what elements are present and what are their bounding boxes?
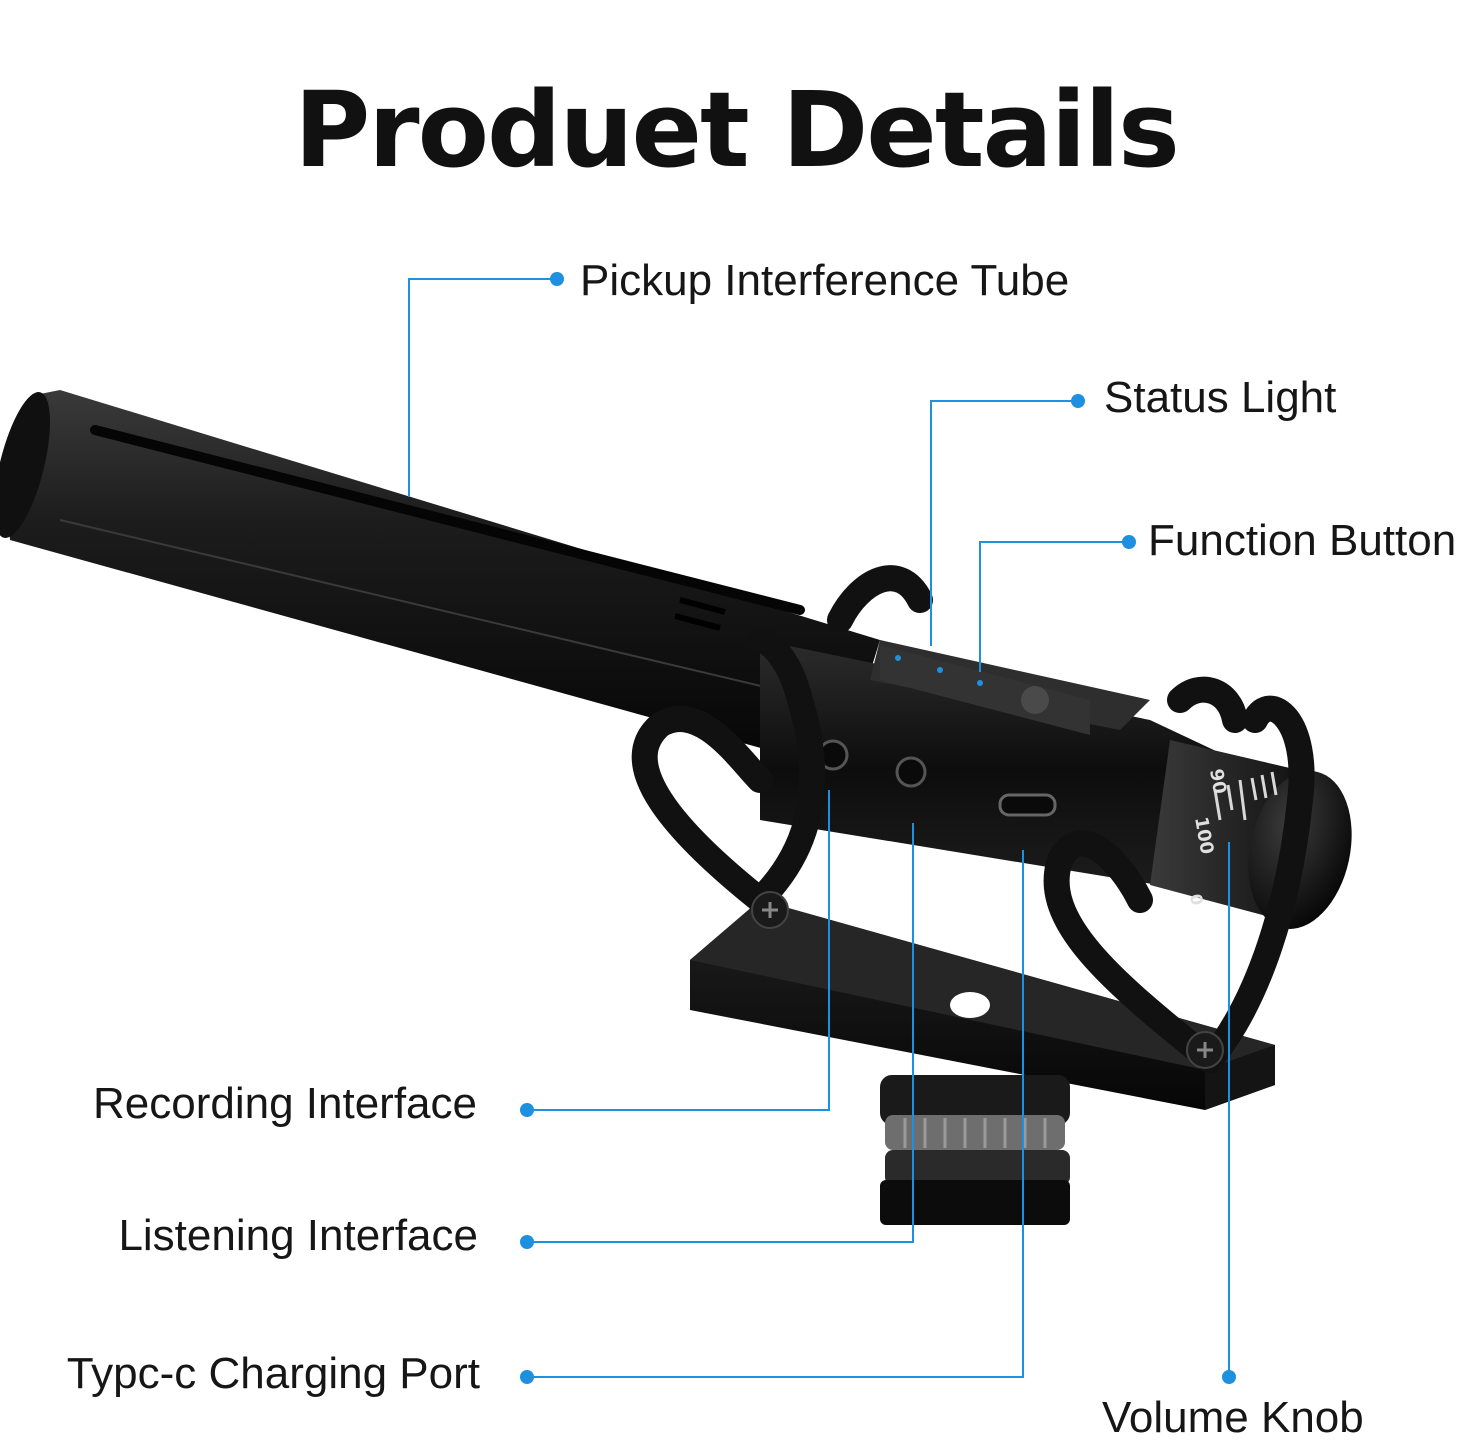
knob-mark-90: 90 xyxy=(1205,767,1230,795)
function-button-cap xyxy=(1021,686,1049,714)
shock-mount-screws xyxy=(751,891,1224,1069)
status-led-3 xyxy=(977,680,983,686)
cold-shoe-mount xyxy=(880,1075,1070,1225)
label-pickup-interference-tube: Pickup Interference Tube xyxy=(580,256,1070,305)
callout-dots xyxy=(520,272,1236,1384)
mounting-screw-hole xyxy=(950,992,990,1018)
pickup-tube-body xyxy=(0,390,880,770)
callout-lines xyxy=(408,278,1230,1378)
shock-mount-arms xyxy=(631,565,1315,1073)
function-button-leader xyxy=(979,541,1129,672)
usb-c-port xyxy=(998,793,1057,817)
pickup-tube-leader xyxy=(408,278,557,497)
knob-mark-0: 0 xyxy=(1186,892,1207,906)
page-title: Produet Details xyxy=(294,68,1180,191)
label-recording-interface: Recording Interface xyxy=(93,1079,477,1128)
status-light-leader xyxy=(930,400,1078,646)
label-status-light: Status Light xyxy=(1104,373,1337,422)
listening-interface-leader xyxy=(527,823,914,1243)
status-led-1 xyxy=(895,655,901,661)
label-listening-interface: Listening Interface xyxy=(118,1211,478,1260)
volume-knob: 100 90 0 xyxy=(1150,740,1352,929)
status-led-2 xyxy=(937,667,943,673)
listening-jack xyxy=(895,756,927,788)
recording-interface-leader xyxy=(527,790,830,1111)
label-charging-port: Typc-c Charging Port xyxy=(66,1349,480,1398)
label-function-button: Function Button xyxy=(1148,516,1457,565)
charging-port-leader xyxy=(527,850,1024,1378)
mounting-plate xyxy=(690,900,1275,1110)
label-volume-knob: Volume Knob xyxy=(1102,1393,1364,1442)
